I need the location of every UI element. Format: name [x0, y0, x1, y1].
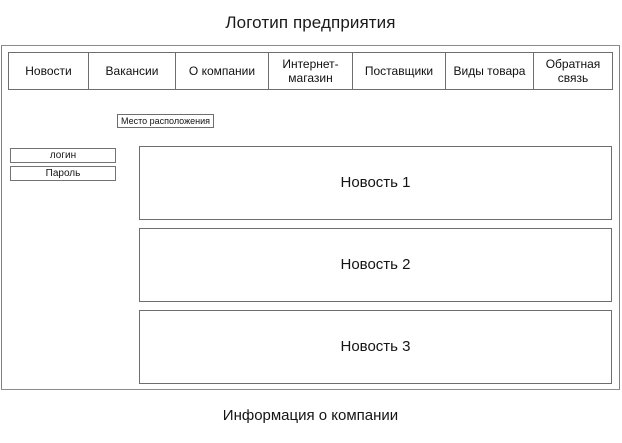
nav-item-about-company[interactable]: О компании: [176, 53, 269, 89]
news-item-1-label: Новость 1: [340, 174, 411, 191]
nav-item-product-types[interactable]: Виды товара: [446, 53, 534, 89]
nav-item-vacancies[interactable]: Вакансии: [89, 53, 176, 89]
nav-item-online-store[interactable]: Интернет-магазин: [269, 53, 353, 89]
site-header: Логотип предприятия: [1, 1, 620, 46]
login-input[interactable]: логин: [10, 148, 116, 163]
main-navigation: Новости Вакансии О компании Интернет-маг…: [8, 52, 613, 90]
news-item-1[interactable]: Новость 1: [139, 146, 612, 220]
location-label: Место расположения: [117, 114, 214, 128]
nav-item-suppliers[interactable]: Поставщики: [353, 53, 446, 89]
news-item-3-label: Новость 3: [340, 338, 411, 355]
site-footer: Информация о компании: [1, 389, 620, 441]
company-logo-title: Логотип предприятия: [225, 13, 396, 32]
nav-item-feedback[interactable]: Обратная связь: [534, 53, 612, 89]
nav-item-news[interactable]: Новости: [9, 53, 89, 89]
password-input[interactable]: Пароль: [10, 166, 116, 181]
news-item-2[interactable]: Новость 2: [139, 228, 612, 302]
company-info-label: Информация о компании: [222, 406, 399, 424]
news-item-2-label: Новость 2: [340, 256, 411, 273]
news-item-3[interactable]: Новость 3: [139, 310, 612, 384]
